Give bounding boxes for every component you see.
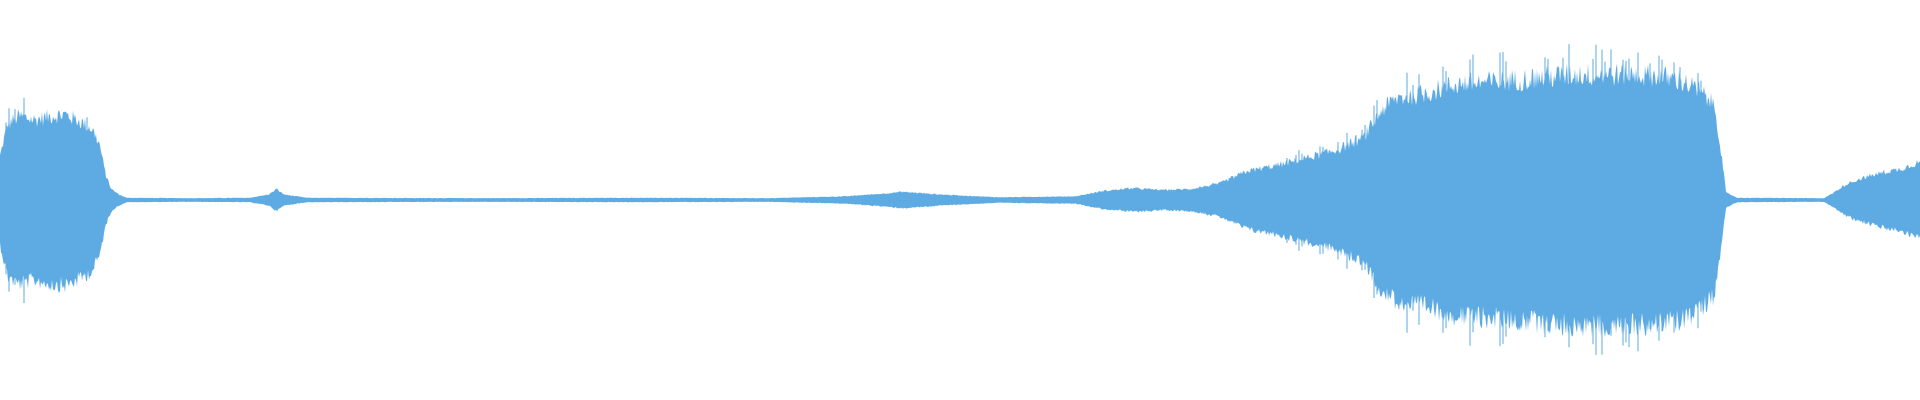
waveform-spikes: [5, 44, 1702, 355]
waveform-amplitude-fill: [0, 62, 1920, 338]
